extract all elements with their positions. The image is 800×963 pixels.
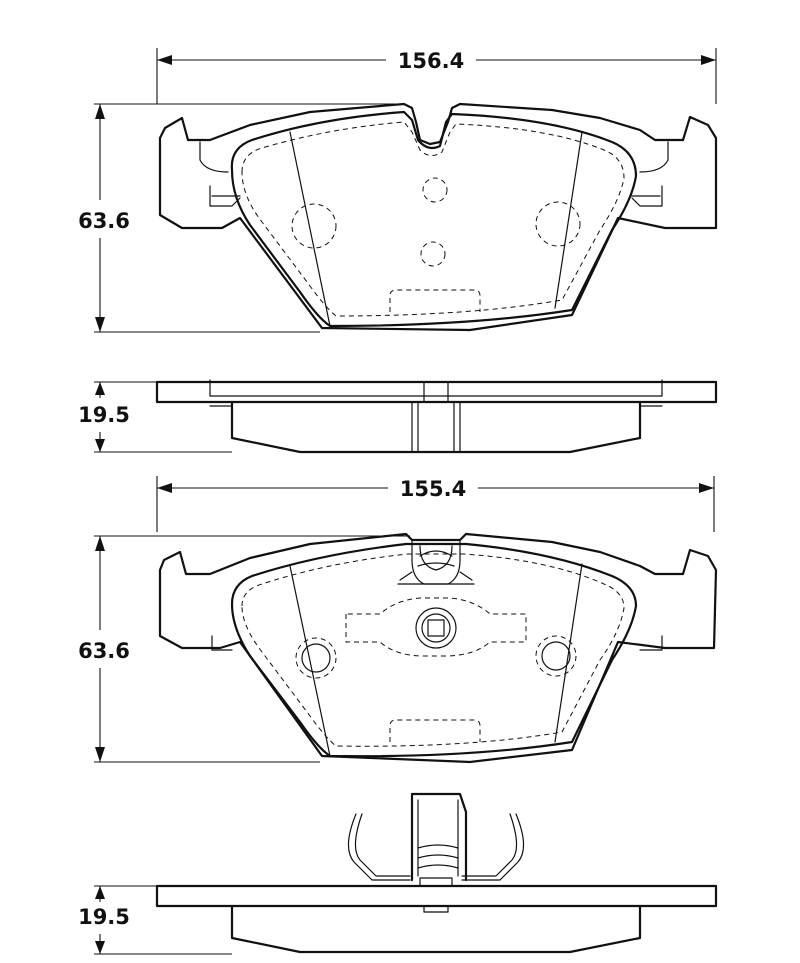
bottom-pad-face-view (158, 532, 718, 764)
top-backing-plate (158, 102, 718, 332)
bottom-side-thickness-label: 19.5 (78, 905, 130, 929)
top-height-dimension: 63.6 (78, 103, 404, 333)
bottom-friction-material (230, 542, 638, 758)
top-pad-face-view (158, 102, 718, 332)
top-side-thickness-dimension: 19.5 (78, 381, 232, 453)
top-friction-material (230, 110, 638, 328)
top-width-dimension: 156.4 (156, 48, 717, 104)
bottom-height-label: 63.6 (78, 639, 130, 663)
top-pad-side-view (155, 379, 718, 454)
bottom-height-dimension: 63.6 (78, 535, 410, 763)
top-height-label: 63.6 (78, 209, 130, 233)
bottom-side-thickness-dimension: 19.5 (78, 885, 232, 955)
bottom-width-label: 155.4 (400, 477, 466, 501)
top-width-label: 156.4 (398, 49, 464, 73)
bottom-width-dimension: 155.4 (156, 476, 715, 532)
top-side-thickness-label: 19.5 (78, 403, 130, 427)
bottom-pad-side-view (155, 792, 718, 954)
